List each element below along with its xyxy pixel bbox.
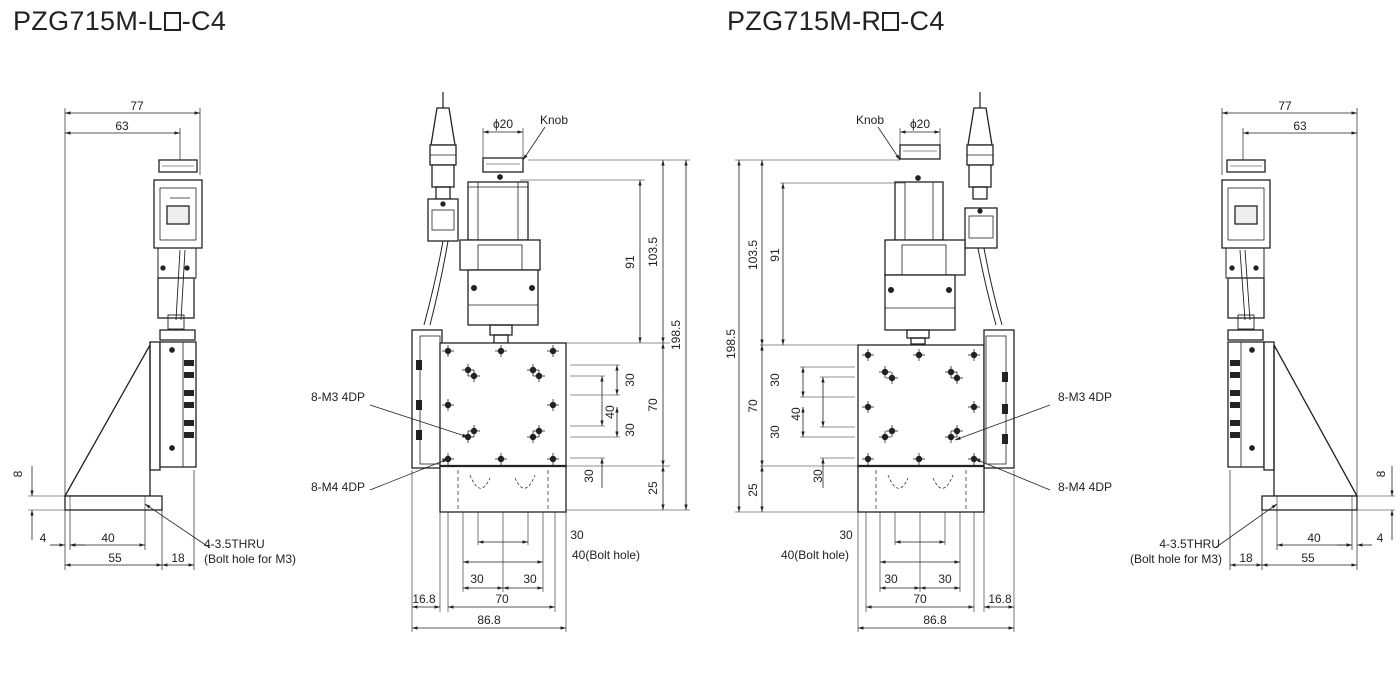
dim-30e-left: 30 [470,572,484,586]
dim-40-front-right: 40 [789,407,803,421]
dim-30a-left: 30 [623,373,637,387]
dim-77-left: 77 [130,99,144,113]
phi20-left: ϕ20 [493,117,513,131]
dim-30e-right: 30 [884,572,898,586]
dim-25-right: 25 [746,483,760,497]
front-view-right [735,92,1051,632]
dim-70-right: 70 [746,399,760,413]
dim-30d-right: 30 [839,528,853,542]
title-right-prefix: PZG715M-R [727,6,882,36]
dim-8-right: 8 [1374,470,1388,477]
dim-55-left: 55 [108,551,122,565]
title-left-suffix: -C4 [181,6,227,36]
side-view-left [28,108,211,570]
dim-77-right: 77 [1278,99,1292,113]
front-view-left [369,92,690,632]
title-left-prefix: PZG715M-L [13,6,163,36]
dim-8-left: 8 [11,470,25,477]
dim-70-bottom-left: 70 [495,592,509,606]
dim-91-left: 91 [623,255,637,269]
bolt-hole-left: 40(Bolt hole) [572,548,640,562]
variant-box-icon [882,12,900,31]
dim-16-8-right: 16.8 [988,592,1012,606]
dim-198-5-left: 198.5 [669,320,683,350]
m3-label-right: 8-M3 4DP [1058,390,1112,404]
thru-label-right: 4-3.5THRU [1159,537,1220,551]
dim-103-5-left: 103.5 [646,237,660,267]
knob-label-left: Knob [540,113,568,127]
dim-30c-left: 30 [582,469,596,483]
title-left: PZG715M-L -C4 [13,6,226,37]
dim-40-left: 40 [101,531,115,545]
dim-198-5-right: 198.5 [724,329,738,359]
dim-63-right: 63 [1293,119,1307,133]
dim-30a-right: 30 [768,373,782,387]
m4-label-left: 8-M4 4DP [311,480,365,494]
side-right-labels: 77 63 8 4 40 55 18 4-3.5THRU (Bolt hole … [1130,99,1388,566]
dim-70-left: 70 [646,398,660,412]
front-right-labels: ϕ20 Knob 91 103.5 198.5 30 40 30 70 30 2… [724,113,1112,627]
dim-103-5-right: 103.5 [746,240,760,270]
bolt-m3-label-right: (Bolt hole for M3) [1130,552,1222,566]
dim-30c-right: 30 [811,469,825,483]
dim-30b-left: 30 [623,423,637,437]
dim-70-bottom-right: 70 [913,592,927,606]
dim-4-right: 4 [1377,531,1384,545]
dim-25-left: 25 [646,481,660,495]
side-view-right [1214,108,1395,570]
title-right: PZG715M-R -C4 [727,6,945,37]
variant-box-icon [163,12,181,31]
m4-label-right: 8-M4 4DP [1058,480,1112,494]
bolt-m3-label-left: (Bolt hole for M3) [204,552,296,566]
dim-63-left: 63 [115,119,129,133]
dim-4-left: 4 [40,531,47,545]
dim-86-8-right: 86.8 [923,613,947,627]
thru-label-left: 4-3.5THRU [204,537,265,551]
dim-55-right: 55 [1301,551,1315,565]
dim-16-8-left: 16.8 [412,592,436,606]
bolt-hole-right: 40(Bolt hole) [781,548,849,562]
m3-label-left: 8-M3 4DP [311,390,365,404]
dim-91-right: 91 [768,248,782,262]
dim-30f-right: 30 [938,572,952,586]
dim-18-right: 18 [1239,551,1253,565]
dim-18-left: 18 [171,551,185,565]
title-right-suffix: -C4 [900,6,945,36]
dim-30b-right: 30 [768,425,782,439]
side-left-labels: 77 63 8 4 40 55 18 4-3.5THRU (Bolt hole … [11,99,296,566]
phi20-right: ϕ20 [910,117,930,131]
dim-30d-left: 30 [570,528,584,542]
knob-label-right: Knob [856,113,884,127]
dim-86-8-left: 86.8 [477,613,501,627]
dim-30f-left: 30 [523,572,537,586]
dim-40-front-left: 40 [603,405,617,419]
dim-40-right: 40 [1307,531,1321,545]
front-left-labels: ϕ20 Knob 91 103.5 198.5 30 40 30 70 30 2… [311,113,683,627]
